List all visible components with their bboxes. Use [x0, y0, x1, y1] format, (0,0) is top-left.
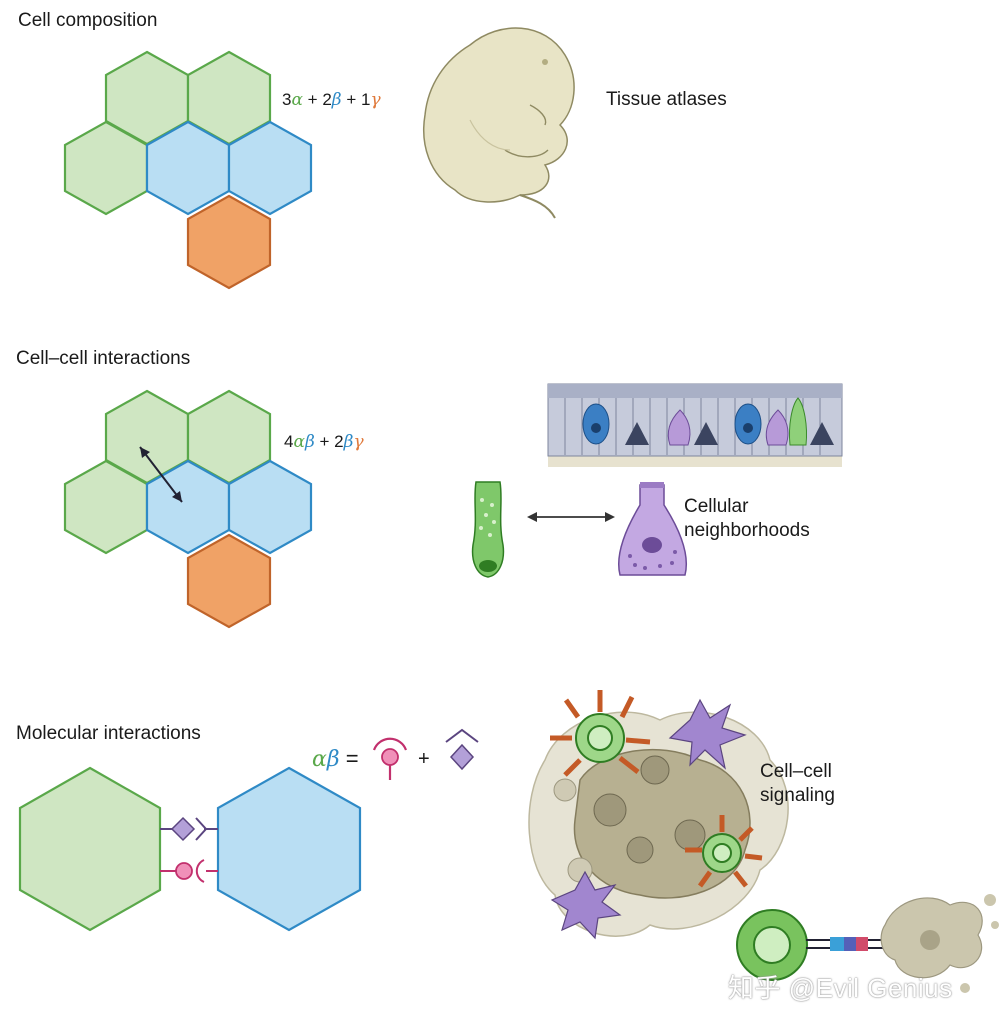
molecular-hexes — [18, 766, 362, 932]
molecular-interactions-title: Molecular interactions — [16, 723, 201, 744]
hex-cluster-interactions — [63, 389, 313, 629]
formula-coef: 3 — [282, 90, 292, 109]
neighbor-arrow — [527, 512, 615, 522]
t-cell-bottom — [736, 909, 808, 981]
formula-term: + 2 — [302, 90, 332, 109]
ligand-diamond-glyph — [445, 728, 479, 771]
interaction-arrow — [139, 446, 183, 503]
alpha-symbol: α — [293, 432, 305, 452]
purple-cell-illustration — [618, 482, 687, 576]
cell-composition-title: Cell composition — [18, 10, 158, 31]
cell-cell-signaling-label: Cell–cell signaling — [760, 760, 835, 808]
alpha-symbol: α — [312, 747, 327, 772]
gamma-symbol: γ — [370, 90, 381, 110]
beta-symbol: β — [331, 90, 342, 110]
hex-gamma-2 — [186, 533, 272, 629]
ligand-circle-glyph — [372, 737, 408, 780]
label-line: neighborhoods — [684, 520, 810, 541]
epithelium-illustration — [547, 383, 843, 467]
cellular-neighborhoods-label: Cellular neighborhoods — [684, 495, 810, 543]
hex-gamma-1 — [186, 194, 272, 290]
beta-symbol: β — [343, 432, 354, 452]
label-line: signaling — [760, 785, 835, 806]
composition-formula: 3α + 2β + 1γ — [282, 90, 381, 110]
alpha-symbol: α — [291, 90, 303, 110]
equals-sign: = — [339, 746, 359, 771]
beta-symbol: β — [326, 747, 340, 772]
hex-alpha-large — [18, 766, 162, 932]
watermark: 知乎 @Evil Genius — [728, 973, 953, 1003]
formula-coef: 4 — [284, 432, 294, 451]
plus-sign: + — [418, 748, 430, 770]
gamma-symbol: γ — [353, 432, 364, 452]
tissue-atlases-label: Tissue atlases — [606, 89, 727, 110]
hex-beta-2 — [227, 120, 313, 216]
t-cell-middle — [685, 815, 763, 888]
tuft-cell-illustration — [471, 481, 505, 578]
formula-term: + 2 — [314, 432, 344, 451]
molecular-formula: αβ = — [312, 746, 359, 772]
interactions-formula: 4αβ + 2βγ — [284, 432, 364, 452]
antigen-presenting-cell — [880, 894, 999, 993]
hex-cluster-composition — [63, 50, 313, 290]
receptor-circle — [160, 859, 218, 883]
formula-term: + 1 — [341, 90, 371, 109]
receptor-diamond — [160, 816, 218, 842]
t-cell-top — [550, 690, 651, 777]
tcr-mhc-bridge — [806, 937, 886, 951]
cell-cell-interactions-title: Cell–cell interactions — [16, 348, 191, 369]
embryo-illustration — [423, 27, 575, 219]
hex-beta-large — [216, 766, 362, 932]
beta-symbol: β — [304, 432, 315, 452]
label-line: Cellular — [684, 496, 749, 517]
hex-beta-4 — [227, 459, 313, 555]
label-line: Cell–cell — [760, 761, 832, 782]
dendritic-cell-top — [668, 698, 747, 770]
dendritic-cell-bottom — [550, 870, 622, 940]
